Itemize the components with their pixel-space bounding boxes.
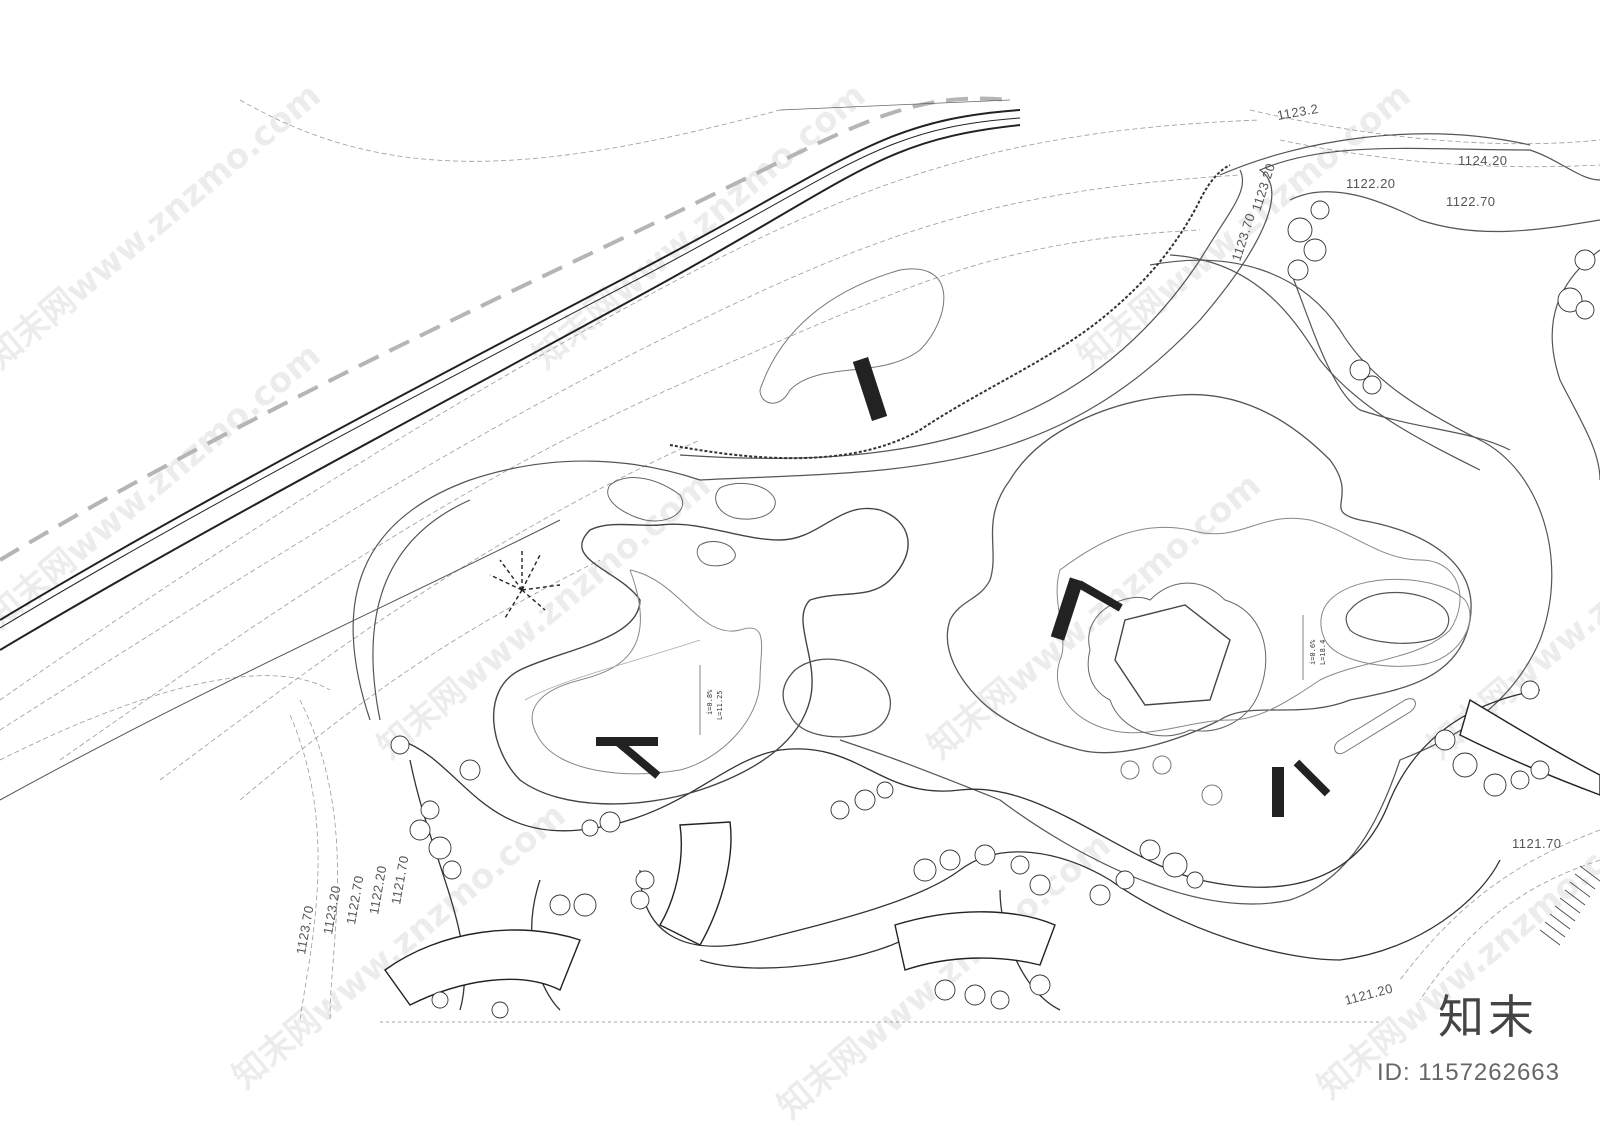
elevation-label: 1121.70 — [1512, 836, 1562, 851]
elevation-label: 1121.70 — [388, 854, 411, 905]
image-id-label: ID: 1157262663 — [1376, 1059, 1560, 1086]
right-pool — [946, 393, 1472, 806]
bridges — [384, 698, 1600, 1006]
star-symbol — [489, 550, 561, 619]
elevation-label: 1122.20 — [366, 864, 389, 915]
elevation-label: 1121.20 — [1343, 981, 1395, 1008]
bench — [1077, 580, 1123, 612]
pavilion — [1114, 604, 1231, 706]
bench — [1050, 577, 1084, 641]
bench — [1272, 767, 1284, 817]
slope-label: i=0.6% — [1309, 639, 1317, 665]
oval-pool — [1345, 592, 1450, 644]
elevation-label: 1122.20 — [1346, 176, 1396, 191]
elevation-label: 1123.2 — [1276, 101, 1320, 123]
shrub-cluster — [549, 870, 655, 917]
dotted-trail — [669, 164, 1231, 460]
stepping-stone — [1201, 784, 1223, 806]
bench — [596, 737, 658, 746]
shrub-cluster — [581, 781, 894, 837]
shrub-cluster — [390, 735, 481, 880]
shrub-cluster — [1434, 680, 1550, 797]
shrub-cluster — [1349, 359, 1382, 395]
slope-label: L=11.25 — [716, 690, 724, 720]
elevation-label: 1124.20 — [1458, 153, 1508, 168]
bridge — [384, 929, 581, 1006]
bridge — [659, 821, 732, 946]
rock — [607, 477, 683, 522]
brand-logo: 知末 — [1438, 990, 1538, 1044]
slope-label: L=18.4 — [1319, 640, 1327, 665]
stairs — [1539, 865, 1600, 946]
rock — [715, 482, 776, 520]
watermark: 知末网www.znzmo.com — [770, 825, 1119, 1127]
rock — [696, 541, 736, 567]
garden-paths — [352, 133, 1600, 905]
slope-annotations: i=0.8% L=11.25 i=0.6% L=18.4 — [699, 615, 1327, 735]
bench — [615, 739, 661, 779]
lawn-area — [759, 268, 945, 404]
watermark: 知末网www.znzmo.com — [525, 75, 874, 377]
stepping-path — [1334, 698, 1416, 754]
elevation-label: 1122.70 — [343, 874, 366, 925]
bench — [1293, 759, 1331, 797]
contour-lines — [0, 99, 1600, 1021]
bridge — [1459, 698, 1600, 796]
shrub-cluster — [913, 844, 1051, 896]
elevation-label: 1123.70 — [293, 904, 316, 955]
shrub-cluster — [1557, 249, 1596, 320]
shrub-cluster — [1287, 200, 1330, 281]
stepping-stone — [1152, 755, 1172, 775]
elevation-label: 1122.70 — [1446, 194, 1496, 209]
shrub-cluster — [1089, 839, 1204, 906]
benches — [596, 357, 1331, 817]
left-pool — [492, 477, 909, 805]
watermark: 知末网www.znzmo.com — [370, 465, 719, 767]
road — [0, 96, 1021, 801]
planting — [390, 200, 1596, 1019]
shrub-cluster — [431, 974, 1051, 1019]
stepping-stone — [1120, 760, 1140, 780]
slope-label: i=0.8% — [706, 689, 714, 715]
bench — [852, 357, 888, 421]
watermark: 知末网www.znzmo.com — [1420, 465, 1600, 767]
bridge — [894, 911, 1056, 971]
elevation-label: 1123.20 — [320, 884, 343, 935]
island — [782, 658, 891, 738]
